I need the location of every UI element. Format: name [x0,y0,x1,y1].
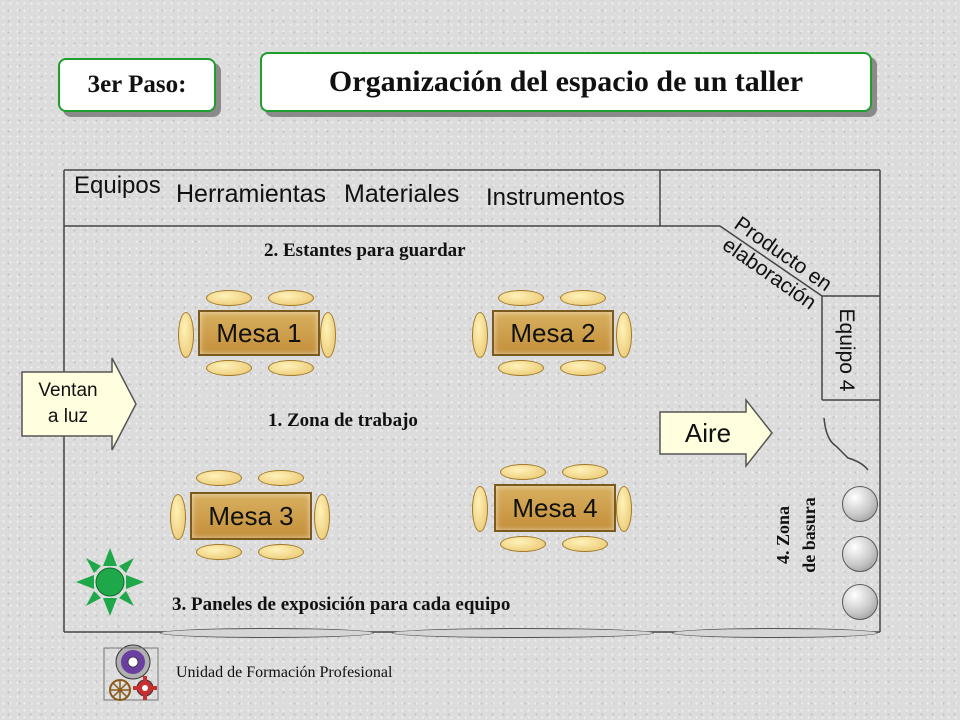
chair [206,360,252,376]
chair [320,312,336,358]
chair [472,486,488,532]
zone-trash-label: 4. Zona de basura [770,470,822,600]
shelf-equipos: Equipos [74,172,161,199]
trash-bin-icon [842,584,878,620]
exhibition-panel [160,628,374,638]
chair [178,312,194,358]
chair [268,290,314,306]
window-line1: Ventan [38,380,98,401]
exhibition-panel [392,628,654,638]
air-arrow-icon [659,397,773,469]
shelf-instrumentos: Instrumentos [486,184,625,211]
shelf-materiales: Materiales [344,180,460,208]
step-label: 3er Paso: [87,71,187,98]
footer-org: Unidad de Formación Profesional [176,664,393,681]
chair [196,544,242,560]
chair [560,290,606,306]
chair [500,464,546,480]
zone-shelves-label: 2. Estantes para guardar [264,240,466,261]
title-badge: Organización del espacio de un taller [260,52,872,112]
chair [498,360,544,376]
table-mesa-1: Mesa 1 [198,310,320,356]
page-title: Organización del espacio de un taller [328,65,804,98]
step-badge: 3er Paso: [58,58,216,112]
chair [616,486,632,532]
chair [616,312,632,358]
table-mesa-2: Mesa 2 [492,310,614,356]
chair [258,470,304,486]
sun-icon [76,548,144,616]
chair [170,494,186,540]
table-label: Mesa 4 [512,492,598,523]
exhibition-panel [672,628,878,638]
window-line2: a luz [47,406,89,427]
chair [562,464,608,480]
table-mesa-3: Mesa 3 [190,492,312,540]
chair [560,360,606,376]
chair [268,360,314,376]
zone-work-label: 1. Zona de trabajo [268,410,418,431]
trash-bin-icon [842,536,878,572]
shelf-herramientas: Herramientas [176,180,327,208]
table-mesa-4: Mesa 4 [494,484,616,532]
chair [258,544,304,560]
chair [206,290,252,306]
window-arrow-icon [21,357,137,451]
chair [500,536,546,552]
table-label: Mesa 3 [208,500,294,531]
equipo4-label: Equipo 4 [835,308,858,392]
chair [472,312,488,358]
chair [562,536,608,552]
air-label: Aire [684,418,732,448]
chair [196,470,242,486]
chair [314,494,330,540]
trash-line1: 4. Zona [773,505,793,565]
trash-line2: de basura [799,497,819,573]
table-label: Mesa 2 [510,317,596,348]
trash-bin-icon [842,486,878,522]
zone-panels-label: 3. Paneles de exposición para cada equip… [172,594,511,615]
window-label: Ventan a luz [28,378,108,430]
chair [498,290,544,306]
table-label: Mesa 1 [216,317,302,348]
